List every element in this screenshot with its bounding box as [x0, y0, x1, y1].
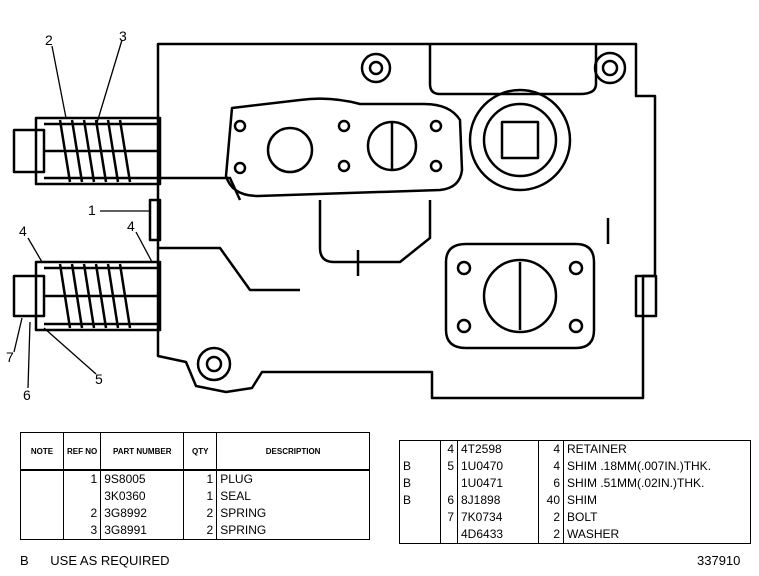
callout-1: 1 [88, 202, 96, 218]
qty-cell: 2 [183, 505, 218, 522]
description-cell: PLUG [220, 472, 253, 486]
description-cell: SHIM [567, 493, 597, 507]
ref-cell: 1 [63, 470, 102, 488]
note-cell: B [399, 492, 441, 509]
table-row: 4 4T2598 4 RETAINER [399, 440, 751, 458]
description-cell: RETAINER [567, 442, 627, 456]
ref-cell [63, 488, 102, 505]
qty-cell: 2 [538, 509, 564, 526]
note-cell [20, 488, 64, 505]
ref-cell [440, 475, 458, 492]
parts-table-left: NOTE REF NO PART NUMBER QTY DESCRIPTION … [20, 432, 370, 540]
header-ref-no: REF NO [63, 432, 102, 471]
top-recess [428, 44, 598, 96]
table-row: 4D6433 2 WASHER [399, 526, 751, 544]
lower-flange [444, 242, 596, 350]
description-cell: WASHER [567, 527, 620, 541]
description-cell: SPRING [220, 506, 267, 520]
part-number-cell: 1U0470 [457, 458, 539, 475]
description-cell: SEAL [220, 489, 251, 503]
ref-cell: 4 [440, 440, 458, 458]
callout-2: 2 [45, 32, 53, 48]
upper-flange [224, 97, 464, 198]
part-number-cell: 7K0734 [457, 509, 539, 526]
part-number-cell: 8J1898 [457, 492, 539, 509]
note-cell: B [399, 475, 441, 492]
parts-table-right: 4 4T2598 4 RETAINER B 5 1U0470 4 SHIM .1… [399, 440, 751, 544]
part-number-cell: 9S8005 [100, 470, 185, 488]
part-number-cell: 3K0360 [100, 488, 185, 505]
bottom-left-boss [196, 346, 232, 382]
table-row: B 6 8J1898 40 SHIM [399, 492, 751, 509]
callout-4-left: 4 [19, 223, 27, 239]
part-number-cell: 1U0471 [457, 475, 539, 492]
note-cell [20, 505, 64, 522]
header-note: NOTE [20, 432, 64, 471]
callout-6: 6 [23, 387, 31, 403]
description-cell: SPRING [220, 523, 267, 537]
table-row: B 1U0471 6 SHIM .51MM(.02IN.)THK. [399, 475, 751, 492]
callout-5: 5 [95, 371, 103, 387]
note-cell: B [399, 458, 441, 475]
qty-cell: 4 [538, 458, 564, 475]
header-description: DESCRIPTION [216, 432, 370, 471]
description-cell: BOLT [567, 510, 598, 524]
table-row: 2 3G8992 2 SPRING [20, 505, 370, 522]
ref-cell: 3 [63, 522, 102, 540]
table-row: 3K0360 1 SEAL [20, 488, 370, 505]
qty-cell: 1 [183, 470, 218, 488]
right-port [468, 88, 572, 192]
table-row: 7 7K0734 2 BOLT [399, 509, 751, 526]
ref-cell: 6 [440, 492, 458, 509]
note-cell [20, 522, 64, 540]
qty-cell: 1 [183, 488, 218, 505]
part-number-cell: 4T2598 [457, 440, 539, 458]
header-part-number: PART NUMBER [100, 432, 185, 471]
part-number-cell: 3G8992 [100, 505, 185, 522]
lower-spool [12, 260, 162, 332]
callout-4-right: 4 [127, 218, 135, 234]
callout-3: 3 [119, 28, 127, 44]
footnote: B USE AS REQUIRED [20, 553, 170, 568]
qty-cell: 4 [538, 440, 564, 458]
header-qty: QTY [183, 432, 218, 471]
ref-cell: 7 [440, 509, 458, 526]
table-row: 1 9S8005 1 PLUG [20, 470, 370, 488]
note-cell [399, 526, 441, 544]
note-cell [399, 440, 441, 458]
description-cell: SHIM .51MM(.02IN.)THK. [567, 476, 705, 490]
qty-cell: 2 [183, 522, 218, 540]
table-row: 3 3G8991 2 SPRING [20, 522, 370, 540]
description-cell: SHIM .18MM(.007IN.)THK. [567, 459, 712, 473]
footnote-code: B [20, 553, 29, 568]
note-cell [399, 509, 441, 526]
part-number-cell: 3G8991 [100, 522, 185, 540]
footnote-text: USE AS REQUIRED [50, 553, 170, 568]
callout-7: 7 [6, 349, 14, 365]
valve-body-outline [156, 42, 657, 400]
ref-cell [440, 526, 458, 544]
note-cell [20, 470, 64, 488]
ref-cell: 2 [63, 505, 102, 522]
ref-cell: 5 [440, 458, 458, 475]
upper-spool [12, 116, 162, 186]
top-mount-boss [360, 52, 392, 84]
table-header-row: NOTE REF NO PART NUMBER QTY DESCRIPTION [20, 432, 370, 471]
exploded-view-drawing [12, 39, 658, 400]
illustration-number: 337910 [697, 553, 741, 568]
part-number-cell: 4D6433 [457, 526, 539, 544]
top-right-boss [593, 51, 627, 85]
table-row: B 5 1U0470 4 SHIM .18MM(.007IN.)THK. [399, 458, 751, 475]
qty-cell: 2 [538, 526, 564, 544]
qty-cell: 6 [538, 475, 564, 492]
qty-cell: 40 [538, 492, 564, 509]
